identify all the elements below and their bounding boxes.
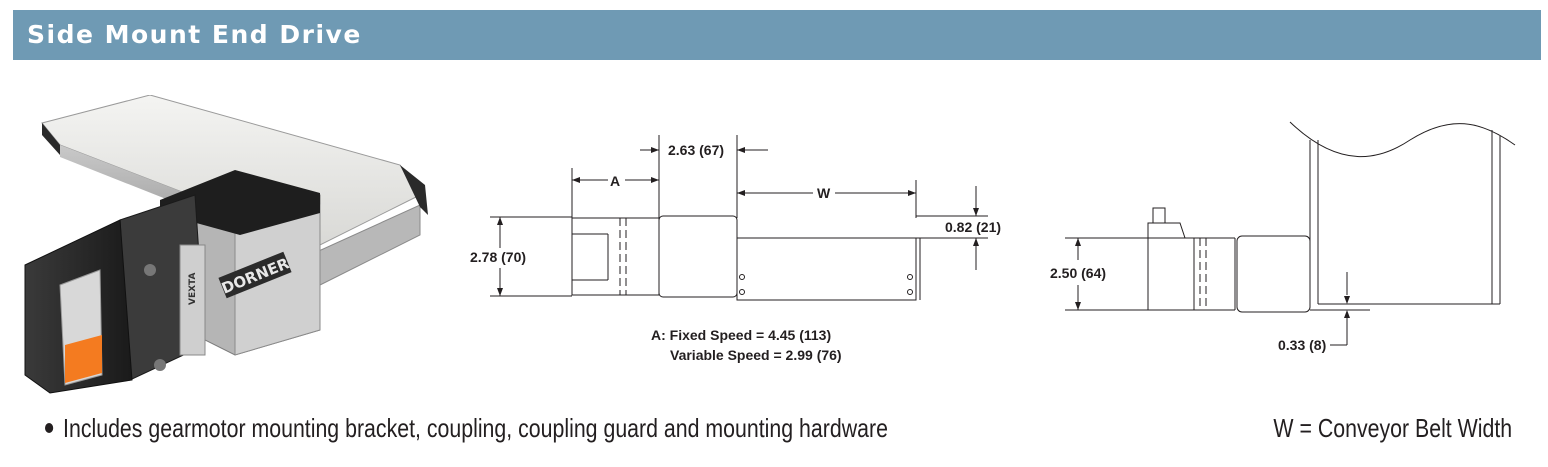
product-photo: DORNER VEXTA [24,95,428,394]
feature-bullet: Includes gearmotor mounting bracket, cou… [45,413,888,444]
dim-height: 2.78 (70) [470,249,526,265]
dim-a-label: A [610,173,620,189]
dimension-drawing-top: A 2.63 (67) W 2.78 (70) 0.82 (21) [470,135,1001,301]
dim-side-height: 2.50 (64) [1050,265,1106,281]
dim-side-bottom: 0.33 (8) [1278,337,1326,353]
legend-w: W = Conveyor Belt Width [1273,413,1512,443]
bullet-icon [45,423,54,434]
dim-motor-length: 2.63 (67) [668,142,724,158]
dim-w-label: W [817,185,831,201]
section-title: Side Mount End Drive [27,20,362,49]
dimension-drawing-side: 2.50 (64) 0.33 (8) [1050,121,1516,353]
note-fixed-speed: A: Fixed Speed = 4.45 (113) [651,327,832,343]
section-header: Side Mount End Drive [13,10,1541,60]
note-variable-speed: Variable Speed = 2.99 (76) [670,347,842,363]
feature-bullet-text: Includes gearmotor mounting bracket, cou… [63,413,888,443]
dim-offset: 0.82 (21) [945,219,1001,235]
motor-label: VEXTA [188,273,198,305]
